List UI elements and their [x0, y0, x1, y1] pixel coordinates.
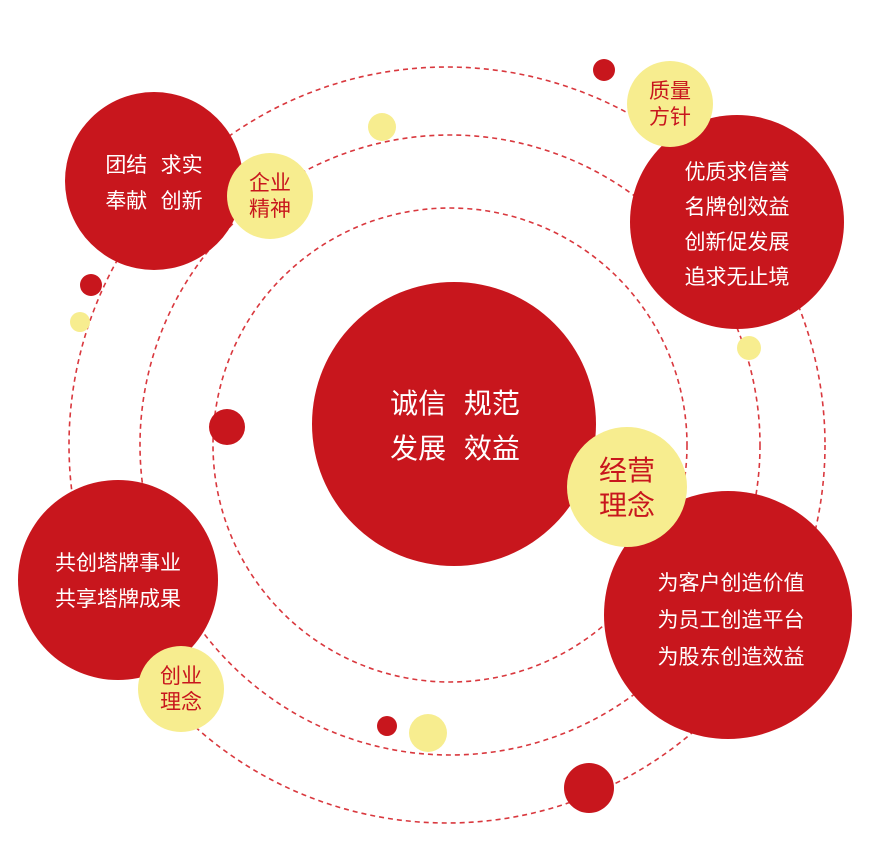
- top-left-badge-line2: 精神: [249, 197, 291, 221]
- outer-dashed-ring: [68, 66, 826, 824]
- top-right-text-line1: 优质求信誉: [685, 160, 790, 184]
- top-left-badge: [227, 153, 313, 239]
- bottom-left-badge-line1: 创业: [160, 664, 202, 688]
- dot-red-bottom: [377, 716, 397, 736]
- bottom-left-text-line1: 共创塔牌事业: [55, 551, 181, 575]
- dot-yellow-right: [737, 336, 761, 360]
- bottom-left-badge-line2: 理念: [160, 690, 202, 714]
- bottom-left-text-line2: 共享塔牌成果: [55, 587, 181, 611]
- middle-dashed-ring: [139, 134, 761, 756]
- dot-red-top: [593, 59, 615, 81]
- bottom-right-text-line3: 为股东创造效益: [658, 645, 805, 669]
- dot-red-bottom-big: [564, 763, 614, 813]
- bottom-right-badge-line2: 理念: [599, 489, 655, 522]
- dot-red-mid-left: [209, 409, 245, 445]
- dot-yellow-bottom: [409, 714, 447, 752]
- inner-dashed-ring: [212, 207, 688, 683]
- bottom-left-circle: [18, 480, 218, 680]
- dot-yellow-left: [70, 312, 90, 332]
- center-text-line2: 发展 效益: [390, 432, 520, 465]
- bottom-right-text-line1: 为客户创造价值: [658, 571, 805, 595]
- top-left-text-line2: 奉献 创新: [105, 189, 202, 213]
- dot-yellow-top: [368, 113, 396, 141]
- bottom-right-text-line2: 为员工创造平台: [658, 608, 805, 632]
- top-right-text-line4: 追求无止境: [685, 265, 790, 289]
- top-right-text-line3: 创新促发展: [685, 230, 790, 254]
- top-right-badge-line1: 质量: [649, 79, 691, 103]
- top-right-badge: [627, 61, 713, 147]
- top-left-text-line1: 团结 求实: [105, 153, 202, 177]
- bottom-right-badge-line1: 经营: [599, 454, 655, 487]
- center-circle: [312, 282, 596, 566]
- top-right-text-line2: 名牌创效益: [685, 195, 790, 219]
- bottom-right-circle: [604, 491, 852, 739]
- top-right-circle: [630, 115, 844, 329]
- top-left-badge-line1: 企业: [249, 171, 291, 195]
- bottom-left-badge: [138, 646, 224, 732]
- bottom-right-badge: [567, 427, 687, 547]
- top-right-badge-line2: 方针: [649, 105, 691, 129]
- dot-red-left: [80, 274, 102, 296]
- top-left-circle: [65, 92, 243, 270]
- center-text-line1: 诚信 规范: [390, 387, 520, 420]
